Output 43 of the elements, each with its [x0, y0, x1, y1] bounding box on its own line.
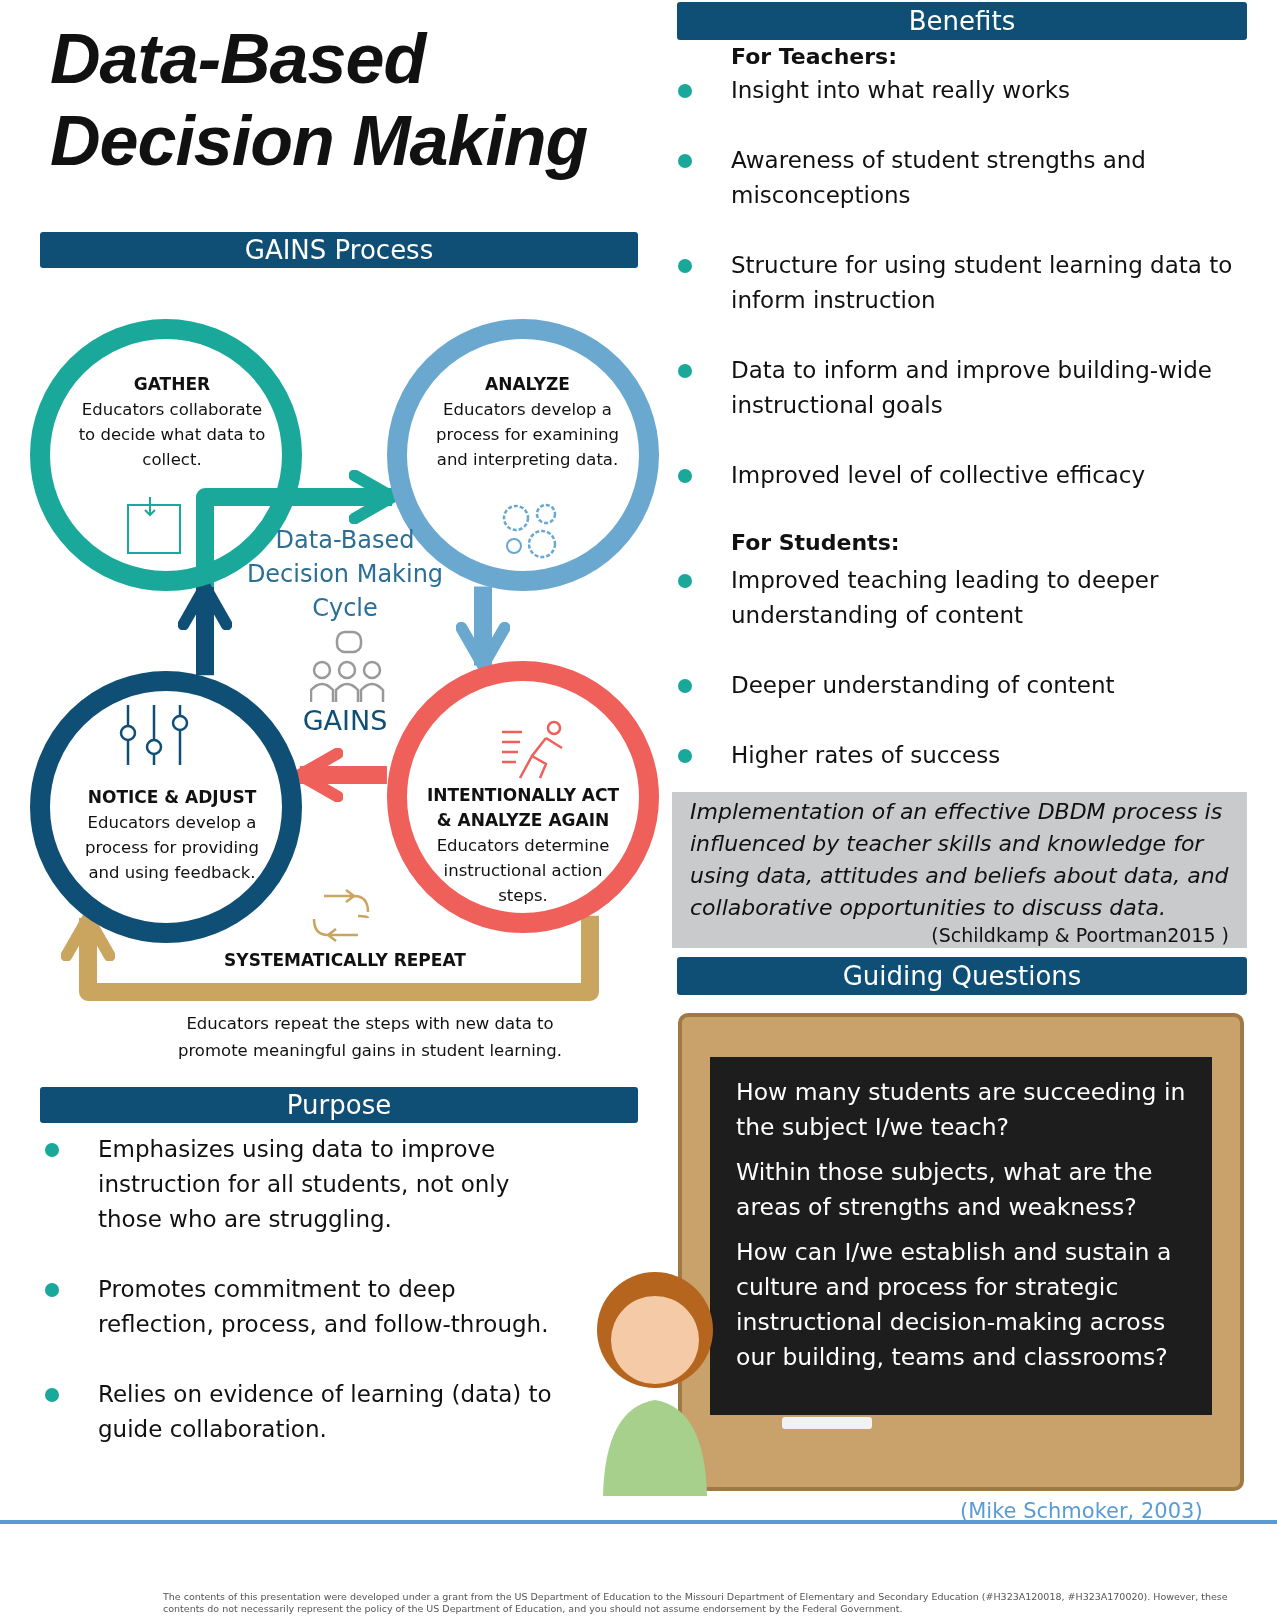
- step-circle: [28, 669, 304, 945]
- question-text: Within those subjects, what are the areas of strengths and weakness?: [736, 1157, 1154, 1223]
- bullet-text: Promotes commitment to deep reflection, process, and follow-through.: [98, 1275, 550, 1339]
- quote-panel: [672, 792, 1247, 948]
- section-banner: GAINS Process: [40, 232, 638, 268]
- bullet-text: Deeper understanding of content: [731, 671, 1116, 700]
- step-circle: [385, 659, 661, 935]
- bullet-text: Data to inform and improve building-wide instructional goals: [731, 356, 1213, 420]
- section-banner: Purpose: [40, 1087, 638, 1123]
- step-heading: GATHER: [132, 373, 212, 396]
- step-description: Educators develop a process for examining and interpreting data.: [435, 399, 620, 471]
- step-description: Educators repeat the steps with new data to promote meaningful gains in student learning.: [176, 1013, 564, 1062]
- cycle-arrow: [455, 586, 511, 672]
- step-description: Educators develop a process for providing and using feedback.: [84, 812, 260, 884]
- bullet-text: Emphasizes using data to improve instruction for all students, not only those who are struggling.: [98, 1135, 511, 1234]
- step-heading: INTENTIONALLY ACT & ANALYZE AGAIN: [425, 784, 621, 832]
- step-heading: SYSTEMATICALLY REPEAT: [223, 950, 467, 970]
- citation-text: (Schildkamp & Poortman2015 ): [930, 924, 1229, 946]
- bullet-text: Awareness of student strengths and misconceptions: [731, 146, 1147, 210]
- bullet-text: Higher rates of success: [731, 741, 1002, 770]
- subheading: For Teachers:: [731, 44, 898, 69]
- citation-text: (Mike Schmoker, 2003): [960, 1499, 1203, 1523]
- question-text: How many students are succeeding in the subject I/we teach?: [736, 1077, 1187, 1143]
- disclaimer-text: The contents of this presentation were developed under a grant from the US Department of Education to the Missouri Department of Elementary and Secondary Education (#H323A120018, #H323A170020). However, these contents do not necessarily represent the policy of the US Department of Education, and you should not assume endorsement by the Federal Government.: [163, 1591, 1229, 1615]
- section-banner: Benefits: [677, 2, 1247, 40]
- step-description: Educators collaborate to decide what data to collect.: [77, 399, 267, 471]
- chalkboard: [678, 1013, 1244, 1491]
- center-subtitle: GAINS: [301, 705, 389, 736]
- quote-text: Implementation of an effective DBDM process is influenced by teacher skills and knowledge for using data, attitudes and beliefs about data, and collaborative opportunities to discuss data.: [690, 798, 1229, 922]
- bullet-text: Improved level of collective efficacy: [731, 461, 1147, 490]
- bullet-text: Insight into what really works: [731, 76, 1071, 105]
- bullet-text: Improved teaching leading to deeper understanding of content: [731, 566, 1160, 630]
- center-title: Data-Based Decision Making Cycle: [245, 525, 445, 624]
- bullet-text: Structure for using student learning data to inform instruction: [731, 251, 1234, 315]
- step-heading: ANALYZE: [484, 373, 571, 396]
- step-heading: NOTICE & ADJUST: [86, 786, 258, 809]
- cycle-arrow: [60, 912, 599, 1001]
- subheading: For Students:: [731, 530, 901, 555]
- title: Data-Based Decision Making: [50, 19, 589, 182]
- step-description: Educators determine instructional action steps.: [435, 835, 611, 907]
- question-text: How can I/we establish and sustain a culture and process for strategic instructional decision-making across our building, teams and classrooms?: [736, 1237, 1173, 1373]
- bullet-text: Relies on evidence of learning (data) to guide collaboration.: [98, 1380, 553, 1444]
- section-banner: Guiding Questions: [677, 957, 1247, 995]
